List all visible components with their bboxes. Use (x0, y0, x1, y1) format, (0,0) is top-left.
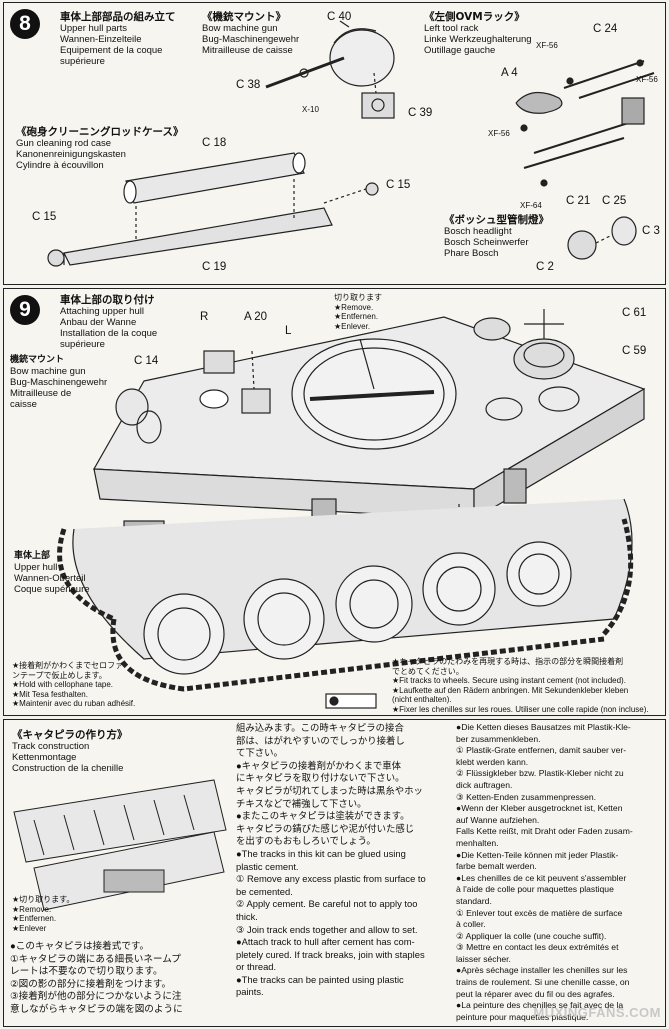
part-label: C 59 (622, 345, 647, 357)
upper-hull-callout: 車体上部 Upper hull Wannen-Oberteil Coque su… (14, 551, 90, 595)
part-label: C 25 (602, 195, 627, 207)
part-label: X-10 (302, 105, 319, 114)
part-label: XF-56 (536, 41, 558, 50)
mg-caption: 《機銃マウント》 Bow machine gun Bug-Maschinenge… (202, 11, 300, 57)
tape-note: ★接着剤がかわくまでセロファ ンテープで仮止めします。 ★Hold with c… (12, 661, 136, 708)
step-number: 8 (10, 9, 40, 39)
part-label: XF-64 (520, 201, 542, 210)
part-label: L (285, 325, 292, 337)
track-drawing (13, 779, 227, 911)
rod-case-caption: 《砲身クリーニングロッドケース》 Gun cleaning rod case K… (16, 126, 184, 172)
remove-callout: 切り取ります ★Remove. ★Entfernen. ★Enlever. (334, 293, 382, 331)
track-remove-note: ★切り取ります。 ★Remove. ★Entfernen. ★Enlever (12, 895, 75, 933)
part-label: C 24 (593, 23, 618, 35)
step-9-hull-drawing (57, 309, 646, 709)
part-label: R (200, 311, 209, 323)
part-label: XF-56 (636, 75, 658, 84)
track-instructions-jp: ●このキャタピラは接着式です。 ①キャタピラの端にある細長いネームプ レートは不… (10, 941, 183, 1015)
watermark: MUXINGFANS.COM (533, 1005, 661, 1020)
part-label: C 15 (386, 179, 411, 191)
track-instructions-col2: 組み込みます。この時キャタピラの接合 部は、はがれやすいのでしっかり接着し て下… (236, 722, 426, 998)
part-label: A 20 (244, 311, 268, 323)
fit-tracks-note: ★キャタピラのたわみを再現する時は、指示の部分を瞬間接着剤 でとめてください。 … (392, 657, 649, 714)
ovm-caption: 《左側OVMラック》 Left tool rack Linke Werkzeug… (424, 11, 532, 57)
bosch-caption: 《ボッシュ型管制燈》 Bosch headlight Bosch Scheinw… (444, 214, 549, 260)
track-instructions-col3: ●Die Ketten dieses Bausatzes mit Plastik… (456, 722, 633, 1022)
step-8-drawings (47, 20, 655, 267)
part-label: C 40 (327, 11, 352, 23)
part-label: C 15 (32, 211, 57, 223)
step-title: 車体上部の取り付け Attaching upper hull Anbau der… (60, 294, 158, 351)
part-label: A 4 (501, 67, 518, 79)
part-label: C 18 (202, 137, 227, 149)
part-label: C 14 (134, 355, 159, 367)
track-construction-panel: 《キャタピラの作り方》 Track construction Kettenmon… (3, 719, 666, 1027)
part-label: C 3 (642, 225, 660, 237)
part-label: C 21 (566, 195, 591, 207)
step-8-panel: 8 車体上部部品の組み立て Upper hull parts Wannen-Ei… (3, 2, 666, 285)
part-label: C 61 (622, 307, 647, 319)
step-number: 9 (10, 295, 40, 325)
part-label: C 19 (202, 261, 227, 273)
step-title: 車体上部部品の組み立て Upper hull parts Wannen-Einz… (60, 11, 176, 68)
track-title: 《キャタピラの作り方》 Track construction Kettenmon… (12, 729, 128, 775)
part-label: XF-56 (488, 129, 510, 138)
mg-callout: 機銃マウント Bow machine gun Bug-Maschinengewe… (10, 355, 108, 410)
part-label: C 2 (536, 261, 554, 273)
step-9-panel: 9 車体上部の取り付け Attaching upper hull Anbau d… (3, 288, 666, 716)
part-label: C 38 (236, 79, 261, 91)
part-label: C 39 (408, 107, 433, 119)
